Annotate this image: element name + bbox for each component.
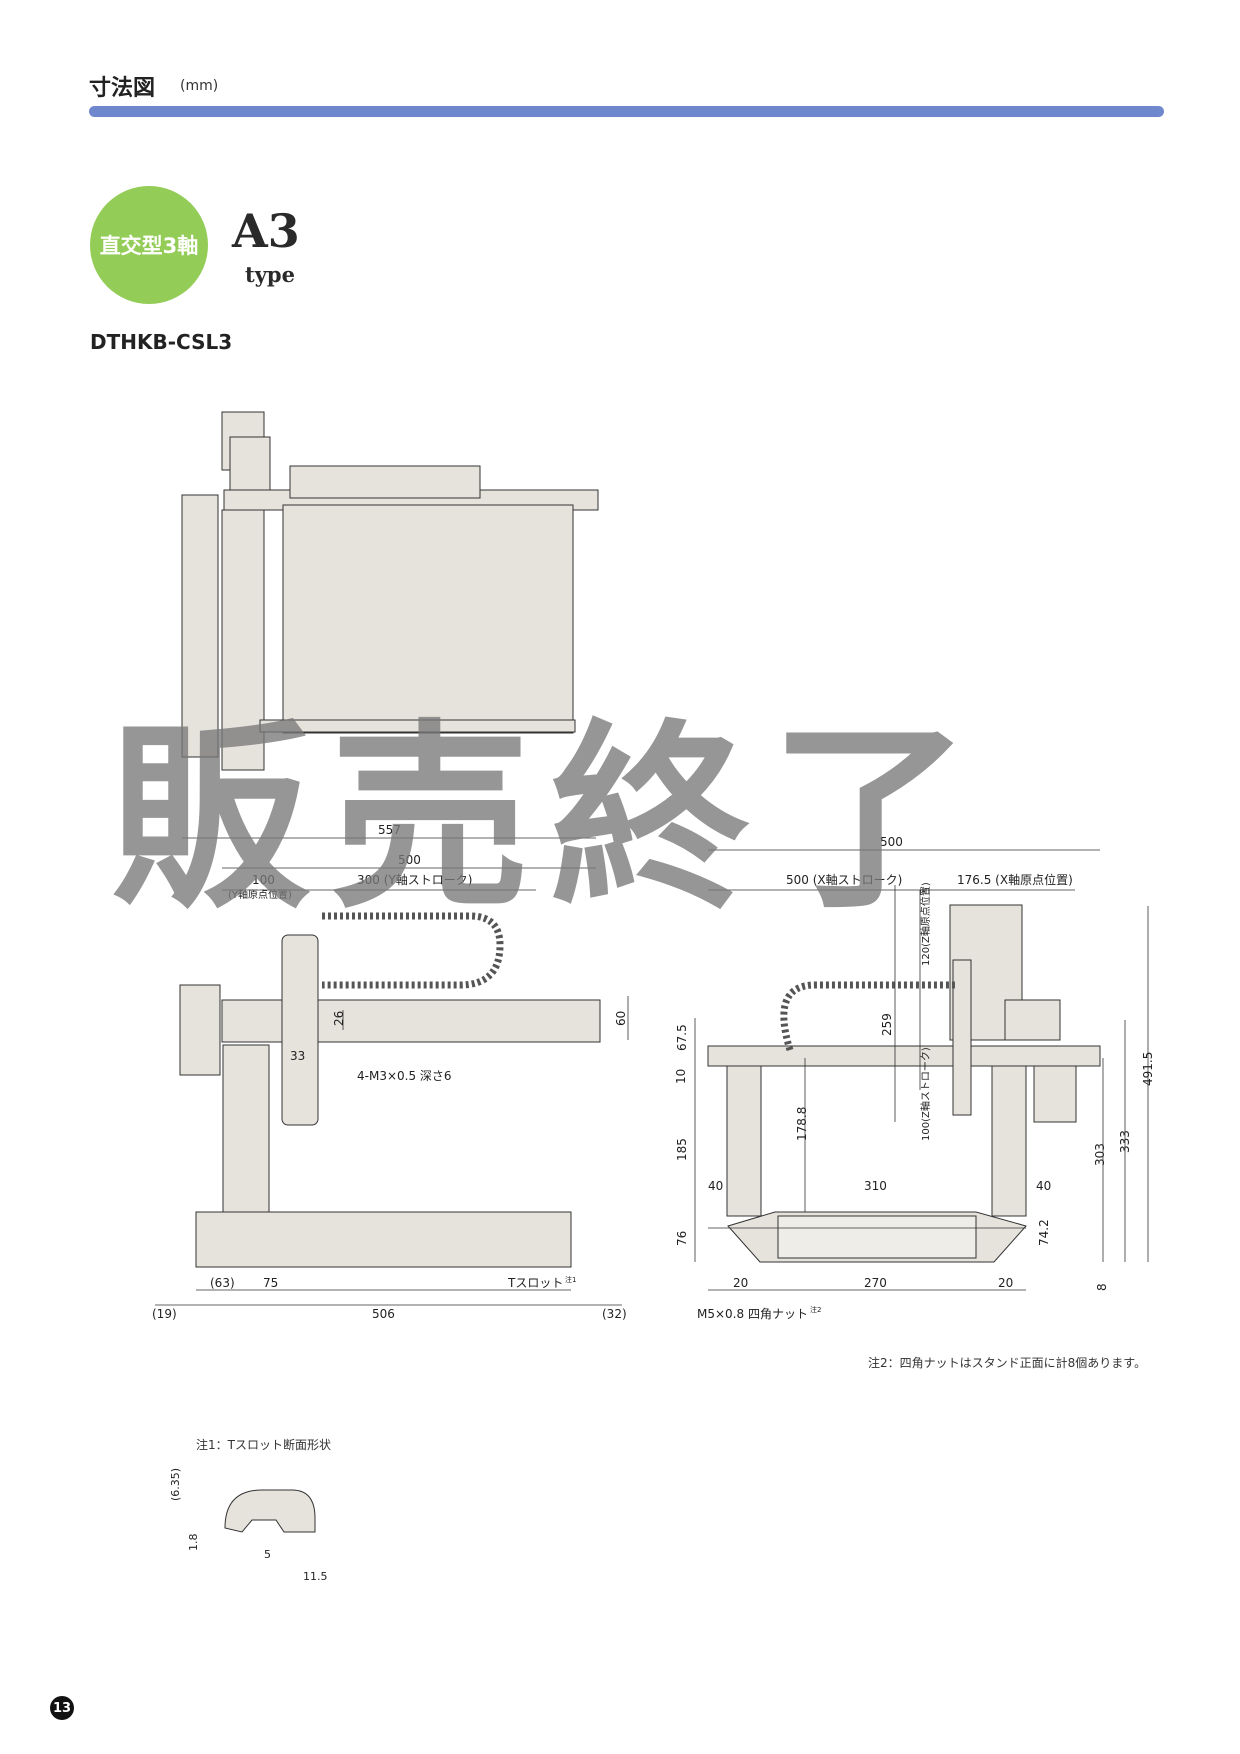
dim-26: 26: [332, 1011, 346, 1026]
dim-557: 557: [378, 823, 401, 837]
dim-67-5: 67.5: [675, 1024, 689, 1051]
dim-x-stroke: 500 (X軸ストローク): [786, 873, 902, 887]
discontinued-watermark: 販売終了: [110, 703, 991, 936]
dim-tap-hole: 4-M3×0.5 深さ6: [357, 1069, 452, 1083]
dim-nut-note: 注2: [810, 1305, 821, 1314]
dim-491-5: 491.5: [1141, 1052, 1155, 1086]
dim-178-8: 178.8: [795, 1107, 809, 1141]
dim-tslot-note: 注1: [565, 1275, 576, 1284]
dim-20-left: 20: [733, 1276, 748, 1290]
top-bottom-frame: [259, 719, 576, 733]
dim-8: 8: [1095, 1283, 1109, 1291]
top-left-chain: [181, 494, 219, 758]
category-badge: 直交型3軸: [90, 186, 208, 304]
dim-100: 100: [252, 873, 275, 887]
dim-y-origin: (Y軸原点位置): [228, 888, 292, 901]
side-control-box: [777, 1215, 977, 1259]
top-motor: [229, 436, 271, 498]
tslot-dim-11-5: 11.5: [303, 1570, 328, 1583]
dim-33: 33: [290, 1049, 305, 1063]
side-right-leg: [991, 1065, 1027, 1217]
dim-259: 259: [880, 1013, 894, 1036]
dim-square-nut: M5×0.8 四角ナット: [697, 1307, 808, 1321]
dim-303: 303: [1093, 1143, 1107, 1166]
tslot-profile: [224, 1489, 316, 1533]
top-y-rail: [221, 509, 265, 771]
dim-z-origin: 120(Z軸原点位置): [919, 882, 932, 966]
dim-185: 185: [675, 1138, 689, 1161]
dim-74-2: 74.2: [1037, 1219, 1051, 1246]
side-motor: [1033, 1065, 1077, 1123]
dim-75: 75: [263, 1276, 278, 1290]
dim-333: 333: [1118, 1130, 1132, 1153]
side-z-shaft: [952, 959, 972, 1116]
side-x-rail: [707, 1045, 1101, 1067]
front-left-chain: [179, 984, 221, 1076]
dim-20-right: 20: [998, 1276, 1013, 1290]
dim-40-right: 40: [1036, 1179, 1051, 1193]
dim-y-stroke: 300 (Y軸ストローク): [357, 873, 472, 887]
dim-32: (32): [602, 1307, 627, 1321]
tslot-dim-1-8: 1.8: [187, 1534, 200, 1552]
type-word: type: [245, 262, 295, 287]
dim-506: 506: [372, 1307, 395, 1321]
dim-40-left: 40: [708, 1179, 723, 1193]
page-number-label: 13: [52, 1700, 72, 1716]
unit-label: (mm): [180, 78, 219, 94]
dim-76: 76: [675, 1231, 689, 1246]
top-cable-chain: [289, 465, 481, 499]
dim-500-right: 500: [880, 835, 903, 849]
front-z-axis: [281, 934, 319, 1126]
side-cable-chain: [780, 981, 955, 1052]
dim-19: (19): [152, 1307, 177, 1321]
type-code: A3: [232, 204, 300, 258]
dim-310: 310: [864, 1179, 887, 1193]
badge-label: 直交型3軸: [99, 234, 199, 258]
page-number: 13: [50, 1696, 74, 1720]
dim-tslot: Tスロット: [507, 1276, 563, 1290]
header-divider: [89, 106, 1164, 117]
dim-z-stroke: 100(Z軸ストローク): [919, 1047, 932, 1141]
top-table: [282, 504, 574, 734]
model-number: DTHKB-CSL3: [90, 330, 233, 354]
tslot-dim-6-35: (6.35): [169, 1468, 182, 1501]
section-title: 寸法図: [89, 76, 156, 101]
note-square-nut: 注2：四角ナットはスタンド正面に計8個あります。: [868, 1356, 1147, 1370]
dim-270: 270: [864, 1276, 887, 1290]
dim-500-top: 500: [398, 853, 421, 867]
front-base: [195, 1211, 572, 1268]
note-tslot: 注1：Tスロット断面形状: [196, 1438, 331, 1452]
dim-x-origin: 176.5 (X軸原点位置): [957, 872, 1073, 887]
tslot-dim-5: 5: [264, 1548, 271, 1561]
side-y-motor: [1004, 999, 1061, 1041]
dim-60: 60: [614, 1011, 628, 1026]
front-x-rail: [221, 999, 601, 1043]
side-left-leg: [726, 1065, 762, 1217]
dim-63: (63): [210, 1276, 235, 1290]
dim-10: 10: [674, 1069, 688, 1084]
front-column: [222, 1044, 270, 1221]
